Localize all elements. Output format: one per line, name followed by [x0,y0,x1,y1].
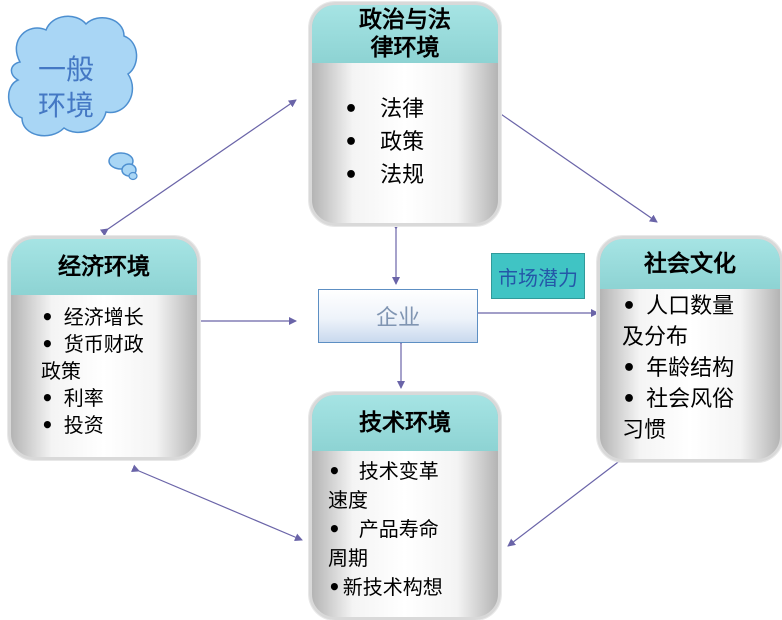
list-item: •法规 [344,163,425,188]
bullet-icon: • [622,387,637,412]
list-item: •投资 [41,413,104,437]
economic-box: 经济环境 •经济增长 •货币财政 政策 •利率 •投资 [8,236,200,460]
arrow-economic-tech [130,464,303,541]
arrow-political-social [486,102,658,223]
bullet-icon: • [328,517,341,541]
list-item: 速度 [328,488,368,512]
list-item: •经济增长 [41,305,144,329]
bullet-icon: • [622,356,637,381]
list-item: 周期 [328,546,368,570]
list-item: •新技术构想 [328,575,443,599]
technology-header: 技术环境 [312,395,498,451]
technology-list: •技术变革 速度 •产品寿命 周期 •新技术构想 [312,457,498,602]
political-title-line2: 律环境 [370,35,440,61]
political-title-line1: 政治与法 [359,7,451,33]
list-item: •政策 [344,130,425,155]
enterprise-box: 企业 [318,289,478,343]
cloud-label-line2: 环境 [37,89,94,122]
technology-box: 技术环境 •技术变革 速度 •产品寿命 周期 •新技术构想 [309,392,501,620]
list-item: •社会风俗 [622,387,735,412]
arrow-economic-political [99,99,297,237]
social-list: •人口数量 及分布 •年龄结构 •社会风俗 习惯 [600,291,780,446]
bullet-icon: • [41,332,54,356]
cloud-label: 一般 环境 [20,52,112,124]
political-legal-header: 政治与法 律环境 [312,5,498,63]
bullet-icon: • [41,386,54,410]
market-potential-text: 市场潜力 [498,265,578,290]
arrow-social-tech [507,448,634,547]
list-item: •法律 [344,97,425,122]
bullet-icon: • [328,575,341,599]
list-item: •人口数量 [622,294,735,319]
list-item: •年龄结构 [622,356,735,381]
list-item: 及分布 [622,325,689,350]
bullet-icon: • [41,413,54,437]
list-item: •技术变革 [328,459,439,483]
bullet-icon: • [344,130,359,155]
cloud-label-line1: 一般 [37,53,94,86]
bullet-icon: • [344,163,359,188]
economic-header: 经济环境 [11,239,197,295]
economic-list: •经济增长 •货币财政 政策 •利率 •投资 [11,304,197,439]
list-item: 政策 [41,359,81,383]
market-potential-label: 市场潜力 [491,253,585,299]
list-item: •利率 [41,386,104,410]
social-culture-box: 社会文化 •人口数量 及分布 •年龄结构 •社会风俗 习惯 [597,236,782,462]
bullet-icon: • [622,294,637,319]
bullet-icon: • [41,305,54,329]
political-list: •法律 •政策 •法规 [312,93,498,192]
social-culture-header: 社会文化 [600,239,780,289]
list-item: •货币财政 [41,332,144,356]
list-item: •产品寿命 [328,517,439,541]
political-legal-box: 政治与法 律环境 •法律 •政策 •法规 [309,2,501,226]
list-item: 习惯 [622,418,667,443]
bullet-icon: • [328,459,341,483]
enterprise-label: 企业 [375,306,420,331]
bullet-icon: • [344,97,359,122]
